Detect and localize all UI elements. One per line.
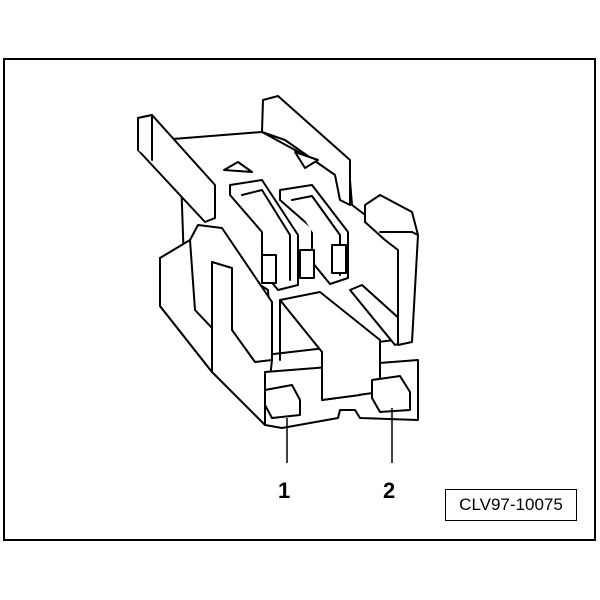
- contact-tab-1: [261, 254, 277, 284]
- right-rear-latch: [261, 95, 351, 206]
- contact-tab-3: [331, 244, 347, 274]
- housing-side-face: [159, 257, 213, 373]
- pocket-left: [264, 384, 301, 419]
- reference-code-box: CLV97-10075: [445, 489, 577, 521]
- connector-housing-drawing: [137, 95, 419, 429]
- reference-code: CLV97-10075: [459, 495, 563, 514]
- contact-tab-2: [299, 249, 315, 279]
- polarity-marker: [223, 161, 253, 173]
- callout-1: 1: [278, 478, 291, 503]
- callout-2: 2: [383, 478, 396, 503]
- front-left-lever: [189, 224, 273, 363]
- pocket-right: [371, 375, 411, 413]
